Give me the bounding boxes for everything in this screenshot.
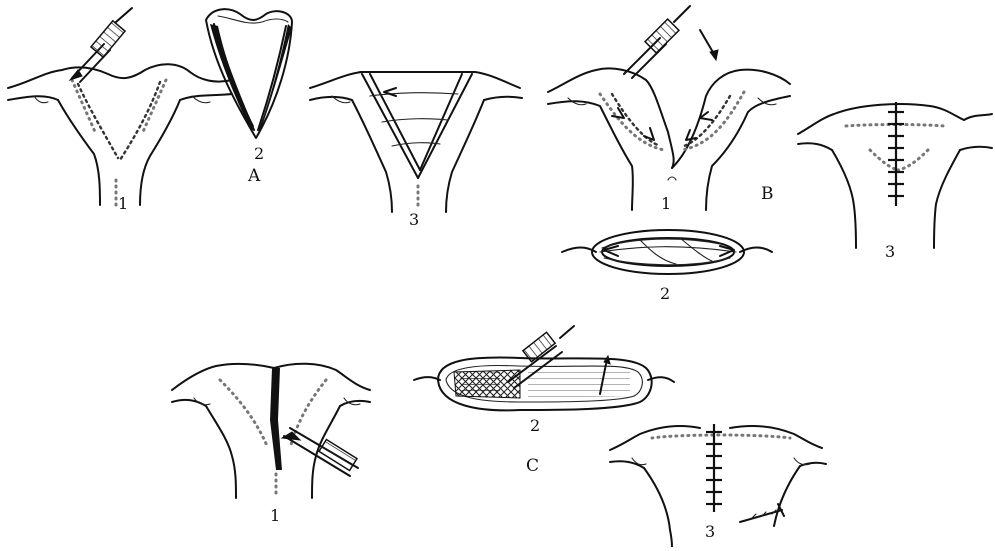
panel-a-label: A [248,168,260,185]
panel-c-label: C [526,458,539,475]
panel-a-step1-uterus [8,8,232,210]
panel-c-step2-cavity [414,326,674,410]
panel-a-step3-sutures [310,72,522,212]
panel-a [8,8,522,212]
panel-b-step1-uterus [548,6,790,210]
panel-c-step2-label: 2 [530,418,540,434]
panel-b-label: B [761,186,774,203]
panel-c-step1-uterus [172,364,370,498]
panel-a-step2-label: 2 [254,146,264,162]
panel-b-step1-label: 1 [661,196,671,212]
panel-b-step3-sutured [798,102,992,248]
panel-b-step3-label: 3 [885,244,895,260]
panel-b-step2-cavity [562,230,772,274]
panel-b [548,6,992,274]
panel-c-step3-label: 3 [705,524,715,540]
panel-a-step2-wedge [206,9,292,138]
panel-a-step3-label: 3 [409,212,419,228]
panel-c-step1-label: 1 [270,508,280,524]
panel-b-step2-label: 2 [660,286,670,302]
panel-a-step1-label: 1 [118,196,128,212]
panel-c-step3-sutured [610,424,826,547]
